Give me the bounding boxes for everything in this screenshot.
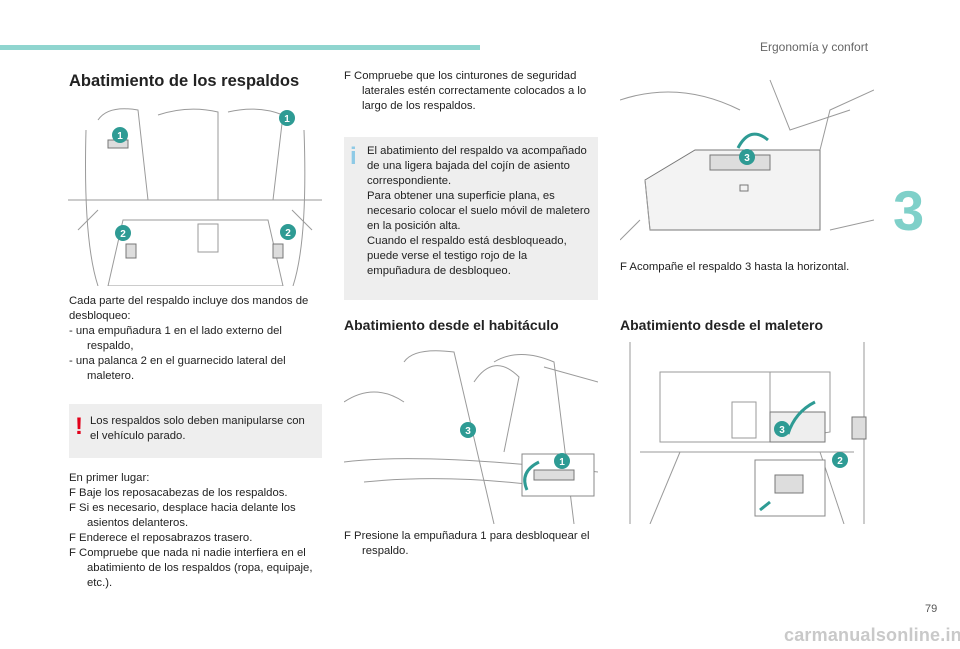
section-header: Ergonomía y confort: [760, 40, 869, 54]
callout-number: 2: [285, 228, 291, 239]
warning-icon: !: [75, 413, 83, 440]
subtitle-cabin: Abatimiento desde el habitáculo: [344, 317, 559, 333]
callout-number: 3: [744, 153, 750, 164]
callout-number: 3: [465, 426, 471, 437]
dash-item: - una palanca 2 en el guarnecido lateral…: [69, 355, 286, 382]
bullet-item: F Baje los reposacabezas de los respaldo…: [69, 487, 288, 499]
bullet-item: F Compruebe que los cinturones de seguri…: [344, 70, 587, 112]
illustration-cabin: 3 1: [344, 342, 598, 524]
chapter-number: 3: [893, 179, 925, 242]
bullet-item: F Compruebe que nada ni nadie interfiera…: [69, 547, 313, 589]
col2-press: F Presione la empuñadura 1 para desbloqu…: [344, 529, 596, 559]
illustration-trunk-lever: 3 2: [620, 342, 874, 524]
page-title: Abatimiento de los respaldos: [69, 72, 300, 90]
callout-number: 1: [284, 114, 290, 125]
col1-intro: Cada parte del respaldo incluye dos mand…: [69, 294, 323, 384]
bullet-item: F Enderece el reposabrazos trasero.: [69, 532, 253, 544]
accent-bar: [0, 45, 480, 50]
illustration-fold: 3: [620, 70, 874, 252]
watermark: carmanualsonline.info: [784, 625, 960, 645]
callout-badge: [279, 110, 295, 126]
callout-number: 2: [837, 456, 843, 467]
steps-intro: En primer lugar:: [69, 472, 150, 484]
illustration-trunk-rear: 1 1 2 2: [68, 100, 322, 286]
page-number: 79: [925, 603, 938, 615]
callout-number: 2: [120, 229, 126, 240]
intro-text: Cada parte del respaldo incluye dos mand…: [69, 295, 309, 322]
col2-check: F Compruebe que los cinturones de seguri…: [344, 69, 596, 114]
callout-badge: [115, 225, 131, 241]
callout-badge: [112, 127, 128, 143]
callout-number: 1: [559, 457, 565, 468]
dash-item: - una empuñadura 1 en el lado externo de…: [69, 325, 282, 352]
col3-accompany: F Acompañe el respaldo 3 hasta la horizo…: [620, 260, 874, 275]
callout-badge: [832, 452, 848, 468]
callout-badge: [460, 422, 476, 438]
info-icon: i: [350, 143, 357, 170]
info-text: El abatimiento del respaldo va acompañad…: [367, 145, 590, 277]
col1-steps: En primer lugar: F Baje los reposacabeza…: [69, 471, 323, 591]
subtitle-trunk: Abatimiento desde el maletero: [620, 317, 824, 333]
bullet-item: F Presione la empuñadura 1 para desbloqu…: [344, 530, 590, 557]
info-box: i El abatimiento del respaldo va acompañ…: [344, 137, 598, 300]
callout-badge: [739, 149, 755, 165]
callout-badge: [280, 224, 296, 240]
callout-badge: [554, 453, 570, 469]
warning-text: Los respaldos solo deben manipularse con…: [90, 415, 305, 442]
callout-number: 3: [779, 425, 785, 436]
warning-box: ! Los respaldos solo deben manipularse c…: [69, 404, 322, 458]
bullet-item: F Acompañe el respaldo 3 hasta la horizo…: [620, 261, 850, 273]
callout-badge: [774, 421, 790, 437]
bullet-item: F Si es necesario, desplace hacia delant…: [69, 502, 296, 529]
callout-number: 1: [117, 131, 123, 142]
